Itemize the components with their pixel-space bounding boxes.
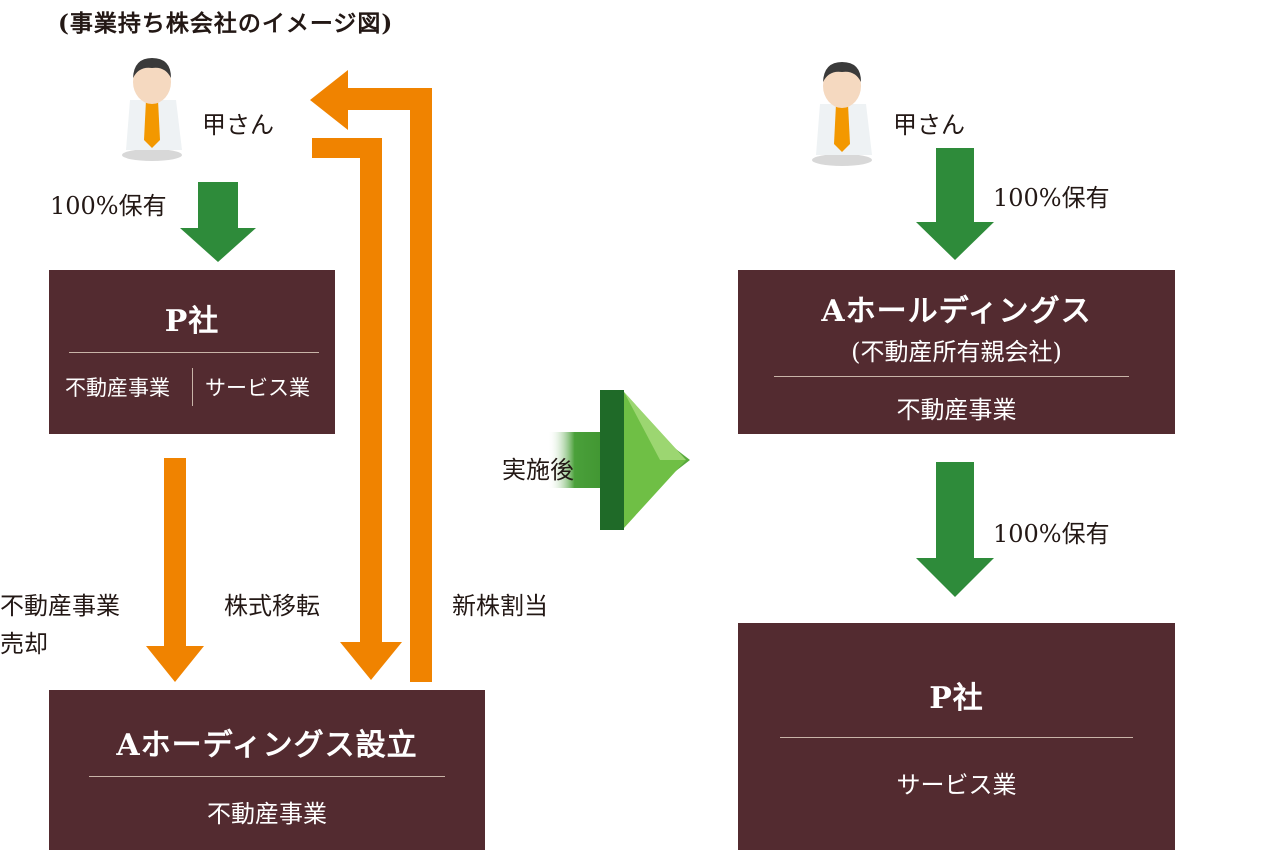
divider [89, 776, 445, 777]
p-company-box-after: P社 サービス業 [738, 623, 1175, 850]
new-shares-arrow [310, 70, 432, 682]
share-transfer-label: 株式移転 [224, 592, 320, 620]
p-company-name: P社 [164, 304, 220, 339]
person-label-right: 甲さん [893, 111, 965, 139]
holding-business: 不動産事業 [207, 800, 327, 828]
p-company-box-before: P社 不動産事業 サービス業 [49, 270, 335, 434]
divider [780, 737, 1133, 738]
divider [69, 352, 319, 353]
person-icon-right [812, 62, 872, 166]
person-icon-left [122, 58, 182, 161]
holding-company-name: Aホーディングス設立 [116, 728, 418, 763]
business-service: サービス業 [205, 376, 310, 400]
diagram-title: (事業持ち株会社のイメージ図) [58, 10, 394, 37]
ownership-arrow-right-bottom [916, 462, 994, 597]
new-shares-label: 新株割当 [452, 592, 548, 620]
ownership-arrow-right-top [916, 148, 994, 260]
holding-company-box-after: Aホールディングス (不動産所有親会社) 不動産事業 [738, 270, 1175, 434]
divider [774, 376, 1129, 377]
holding-company-name-after: Aホールディングス [821, 294, 1092, 329]
ownership-label-right-top: 100%保有 [993, 184, 1110, 212]
ownership-label-left: 100%保有 [50, 192, 167, 220]
p-company-business-after: サービス業 [896, 771, 1017, 799]
transition-arrow [548, 390, 690, 530]
person-label-left: 甲さん [202, 111, 274, 139]
business-real-estate: 不動産事業 [65, 376, 170, 400]
holding-company-box-before: Aホーディングス設立 不動産事業 [49, 690, 485, 850]
holding-business-after: 不動産事業 [896, 396, 1017, 424]
sale-arrow [146, 458, 204, 682]
ownership-arrow-left [180, 182, 256, 262]
share-transfer-arrow [312, 138, 402, 680]
divider-vertical [192, 368, 193, 406]
sale-label-line2: 売却 [0, 630, 48, 658]
transition-label: 実施後 [502, 456, 574, 484]
p-company-name-after: P社 [929, 681, 984, 716]
holding-company-subtitle: (不動産所有親会社) [851, 338, 1062, 366]
sale-label-line1: 不動産事業 [0, 592, 120, 620]
ownership-label-right-bottom: 100%保有 [993, 520, 1110, 548]
